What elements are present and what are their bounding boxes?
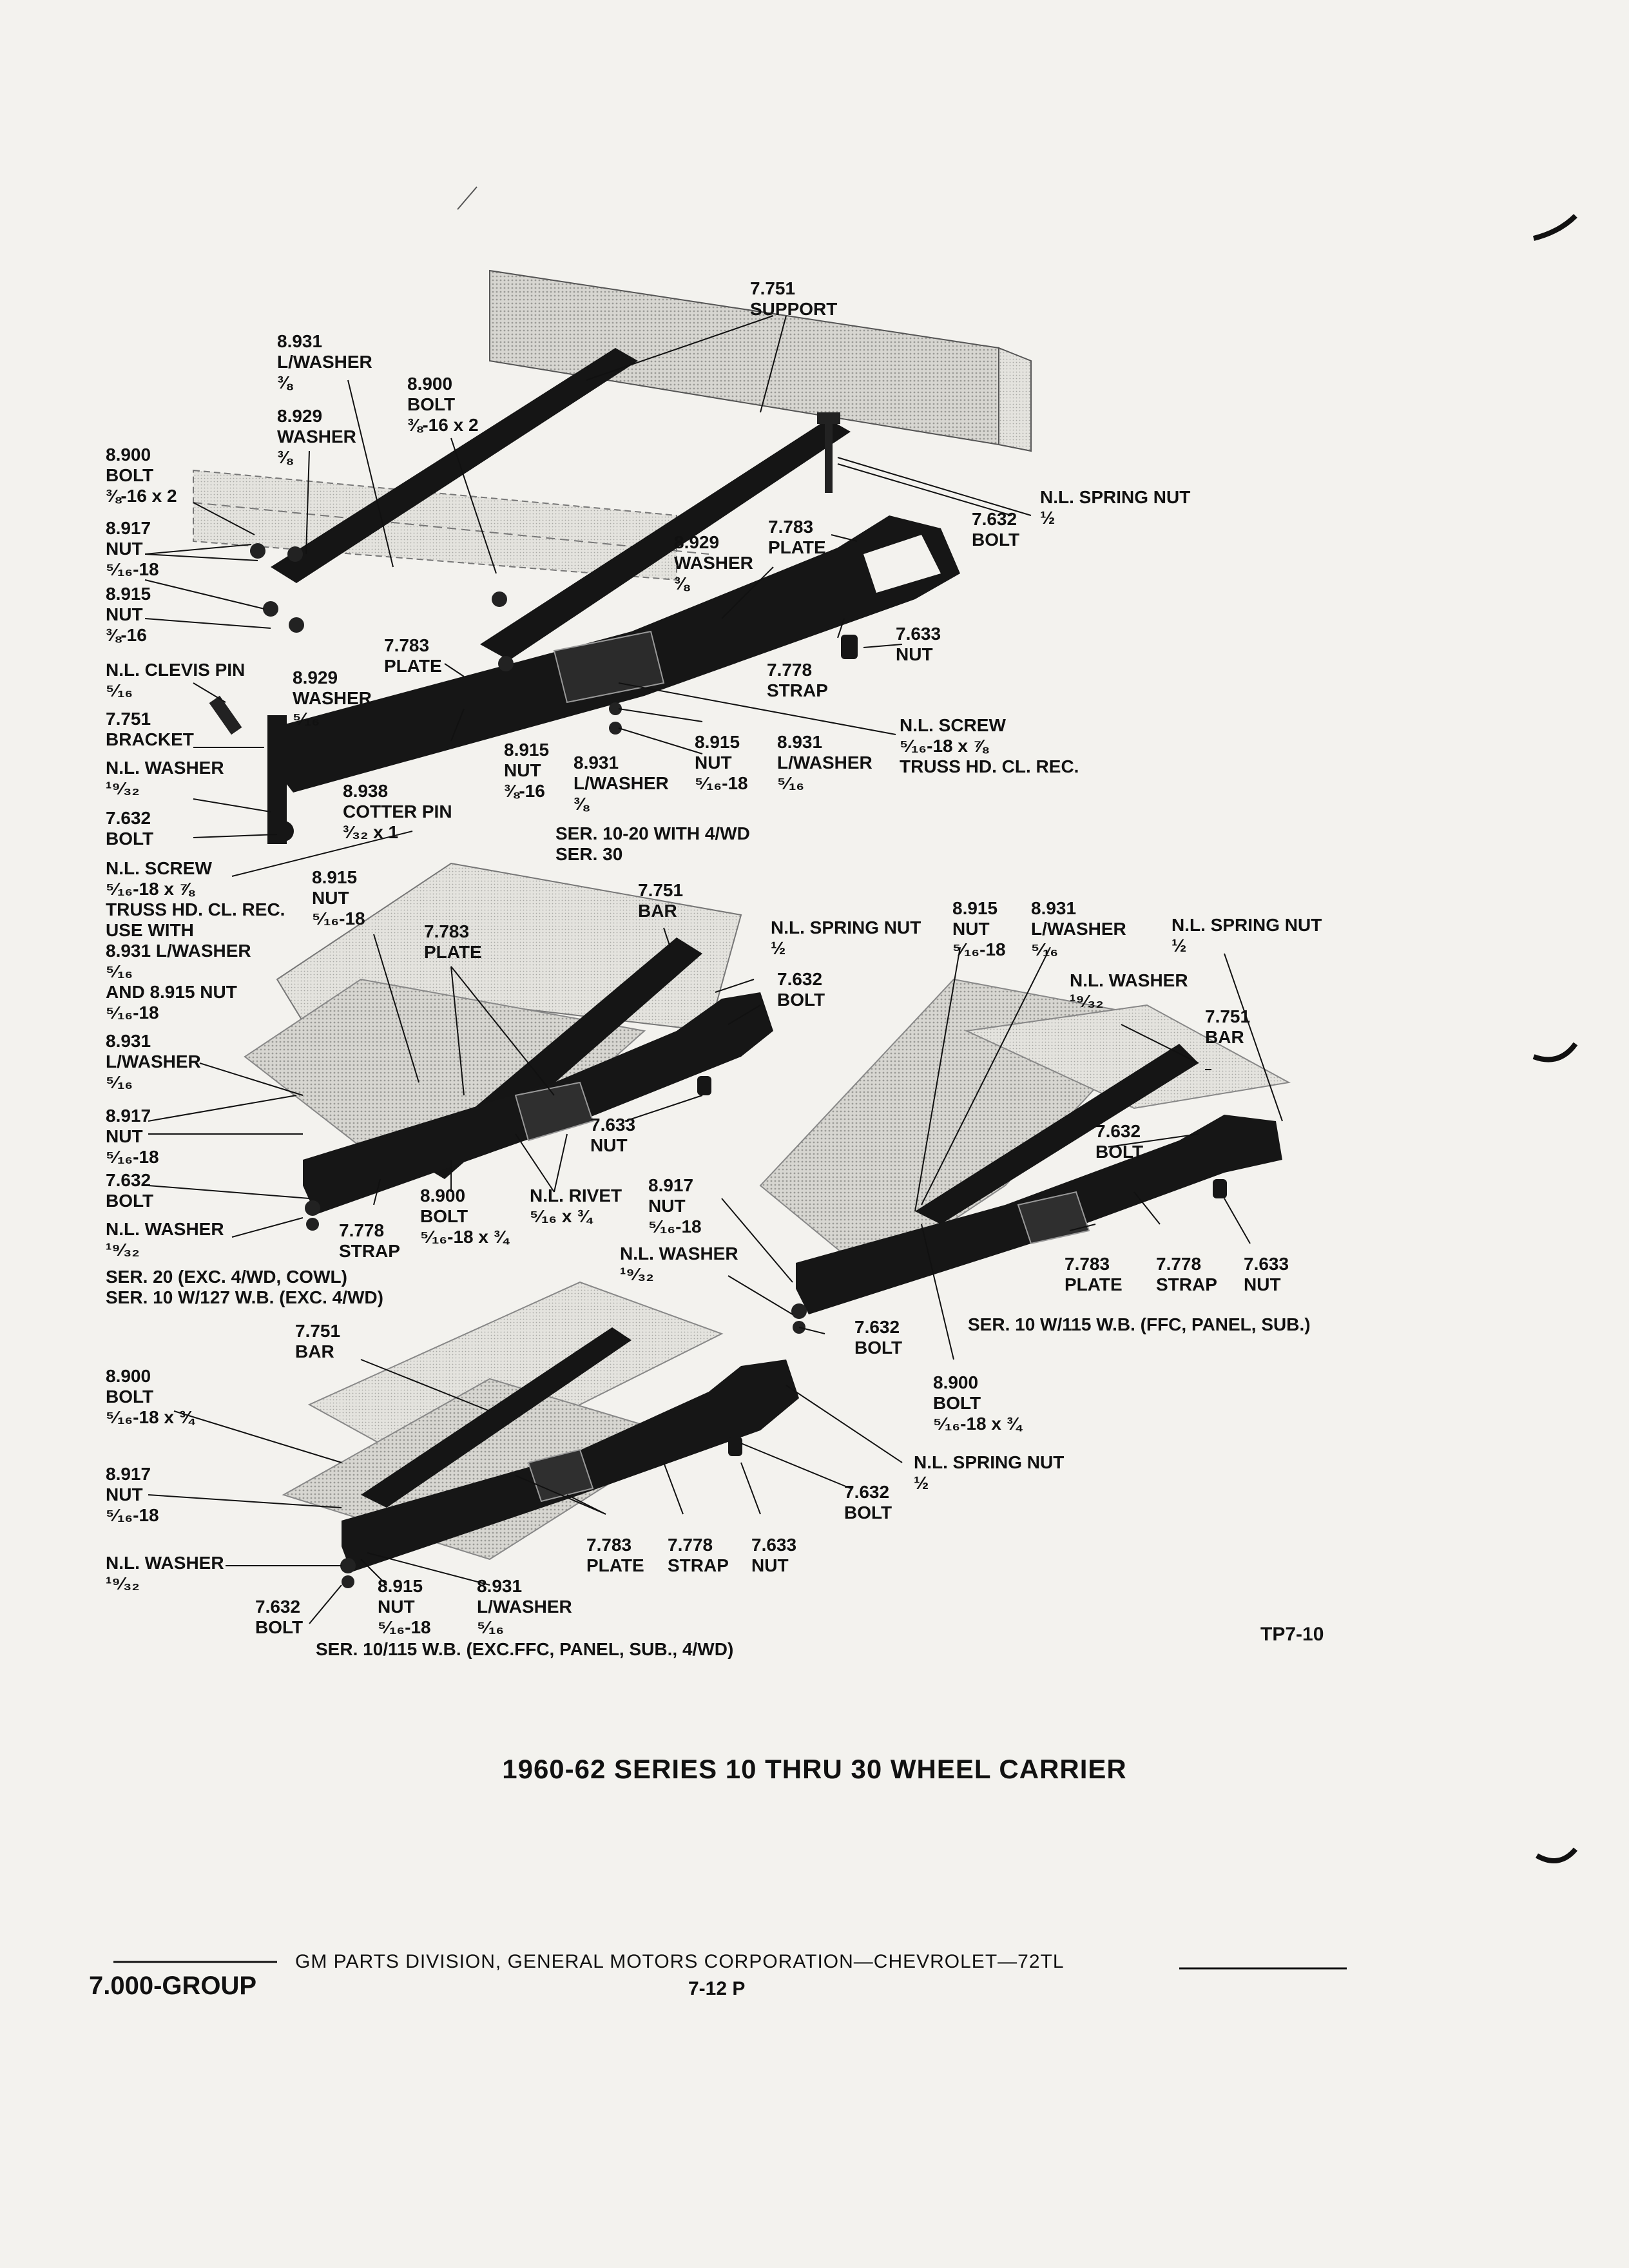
group-label: 7.000-GROUP: [89, 1972, 257, 2000]
diagram-3-bar: [915, 1044, 1199, 1224]
diagram-2-strap: [303, 992, 773, 1231]
diagram-2-caption: SER. 20 (EXC. 4/WD, COWL)SER. 10 W/127 W…: [106, 1267, 383, 1307]
diagram-4-bar: [361, 1327, 631, 1508]
scan-mark: [1532, 1042, 1578, 1062]
diagram-3-caption: SER. 10 W/115 W.B. (FFC, PANEL, SUB.): [968, 1314, 1311, 1334]
scan-mark: [457, 186, 477, 210]
diagram-1-supports: [271, 348, 851, 660]
diagram-2-leaders: [148, 831, 761, 1238]
callout-spring-nut-size: ½: [914, 1473, 929, 1493]
diagram-1-strap: [267, 412, 960, 844]
diagram-4-caption: SER. 10/115 W.B. (EXC.FFC, PANEL, SUB., …: [316, 1639, 734, 1659]
callout-spring-nut: N.L. SPRING NUT: [914, 1452, 1065, 1472]
scan-mark: [1533, 214, 1577, 241]
page-number: 7-12 P: [688, 1978, 746, 1999]
diagram-4-leaders: [148, 1359, 903, 1624]
diagram-1-frame-rails: [193, 269, 1032, 581]
scan-mark: [1536, 1847, 1578, 1863]
figure-ref: TP7-10: [1260, 1624, 1324, 1645]
diagram-1-leaders: [144, 315, 1032, 838]
page-title: 1960-62 SERIES 10 THRU 30 WHEEL CARRIER: [502, 1754, 1127, 1784]
footer-text: GM PARTS DIVISION, GENERAL MOTORS CORPOR…: [295, 1951, 1065, 1972]
diagram-3-leaders: [721, 947, 1283, 1360]
diagram-1-fasteners: [209, 543, 622, 735]
